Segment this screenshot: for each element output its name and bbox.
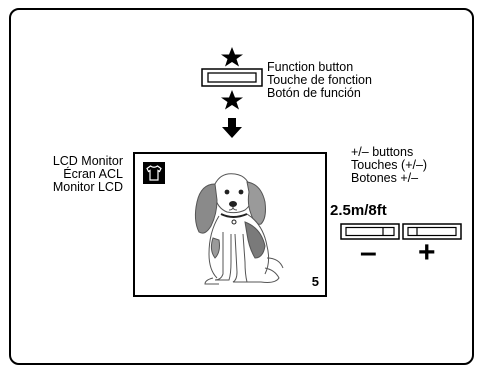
lcd-monitor-label-fr: Écran ACL (63, 167, 123, 181)
star-icon (221, 90, 243, 110)
plus-symbol: + (418, 236, 436, 269)
star-icon (221, 47, 243, 67)
dog-image (194, 173, 284, 285)
arrow-down-icon (222, 118, 242, 138)
function-button-label-es: Botón de función (267, 86, 361, 100)
lcd-monitor-label-es: Monitor LCD (52, 180, 123, 194)
distance-readout: 2.5m/8ft (330, 202, 387, 219)
lcd-monitor-label-en: LCD Monitor (52, 154, 123, 168)
plusminus-buttons-diagram (340, 223, 462, 240)
plusminus-buttons-label-en: +/– buttons (351, 145, 414, 159)
lcd-monitor: 5 (133, 152, 327, 297)
shirt-icon (143, 162, 165, 184)
function-button-label-en: Function button (267, 60, 354, 74)
minus-symbol: – (360, 236, 377, 269)
illustration-frame (9, 8, 474, 365)
frame-counter: 5 (311, 274, 319, 289)
function-button-diagram (201, 47, 263, 138)
function-button-label: Function button Touche de fonction Botón… (267, 61, 372, 100)
plusminus-buttons-label: +/– buttons Touches (+/–) Botones +/– (351, 146, 427, 185)
plusminus-buttons-label-fr: Touches (+/–) (351, 158, 428, 172)
lcd-monitor-label: LCD Monitor Écran ACL Monitor LCD (10, 155, 123, 194)
plusminus-buttons-label-es: Botones +/– (351, 171, 419, 185)
function-button-label-fr: Touche de fonction (267, 73, 372, 87)
